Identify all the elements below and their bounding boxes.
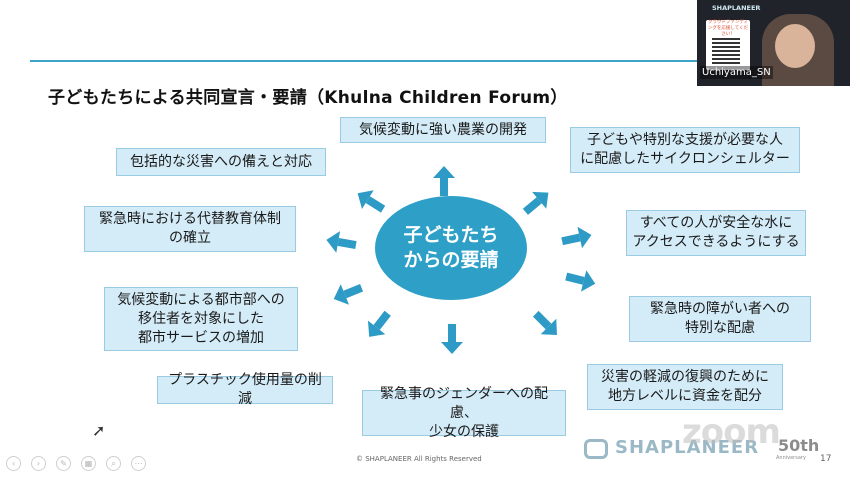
arrow-left-upper xyxy=(324,228,358,256)
arrow-up-right xyxy=(518,184,556,221)
zoom-icon[interactable]: ⌕ xyxy=(106,456,121,471)
zoom-watermark: zoom xyxy=(682,412,781,452)
anniversary-badge: 50th xyxy=(778,436,820,455)
arrow-down-left xyxy=(360,306,397,344)
item-box-plastic: プラスチック使用量の削減 xyxy=(157,372,333,407)
shaplaneer-logo: SHAPLANEER xyxy=(585,437,759,458)
item-box-urban-services: 気候変動による都市部への 移住者を対象にした 都市サービスの増加 xyxy=(104,287,298,351)
shaplaneer-logo-icon xyxy=(584,439,608,459)
item-box-education: 緊急時における代替教育体制 の確立 xyxy=(84,206,296,252)
item-box-cyclone-shelter: 子どもや特別な支援が必要な人 に配慮したサイクロンシェルター xyxy=(570,127,800,173)
more-icon[interactable]: ⋯ xyxy=(131,456,146,471)
next-icon[interactable]: › xyxy=(31,456,46,471)
prev-icon[interactable]: ‹ xyxy=(6,456,21,471)
item-box-disability: 緊急時の障がい者への 特別な配慮 xyxy=(629,296,811,342)
qr-cta-text: クラウドファンディングを応援してください！ xyxy=(707,20,749,37)
video-brand-text: SHAPLANEER xyxy=(712,4,761,12)
center-circle: 子どもたち からの要請 xyxy=(375,196,527,300)
anniversary-label: Anniversary xyxy=(776,455,806,461)
pen-icon[interactable]: ✎ xyxy=(56,456,71,471)
arrow-up-left xyxy=(351,183,389,219)
participant-name: Uchiyama_SN xyxy=(700,66,773,79)
arrow-down xyxy=(441,324,463,354)
header-divider xyxy=(30,60,710,62)
qr-code-icon xyxy=(712,36,740,64)
item-box-agriculture: 気候変動に強い農業の開発 xyxy=(340,117,546,143)
logo-text: SHAPLANEER xyxy=(615,437,760,458)
item-box-safe-water: すべての人が安全な水に アクセスできるようにする xyxy=(626,210,806,256)
arrow-down-right xyxy=(527,305,565,343)
arrow-up xyxy=(433,166,455,196)
slide-title: 子どもたちによる共同宣言・要請（Khulna Children Forum） xyxy=(48,88,568,108)
arrow-left-lower xyxy=(329,277,366,310)
arrow-right-upper xyxy=(559,224,594,253)
item-box-preparedness: 包括的な災害への備えと対応 xyxy=(116,148,326,176)
copyright-text: © SHAPLANEER All Rights Reserved xyxy=(356,455,482,463)
participant-face xyxy=(775,24,815,68)
item-box-gender: 緊急事のジェンダーへの配慮、 少女の保護 xyxy=(362,386,566,440)
slides-icon[interactable]: ▦ xyxy=(81,456,96,471)
mouse-cursor-icon: ➚ xyxy=(92,421,106,440)
item-box-funding: 災害の軽減の復興のために 地方レベルに資金を配分 xyxy=(587,364,783,410)
arrow-right-lower xyxy=(563,265,598,295)
page-number: 17 xyxy=(820,454,832,464)
